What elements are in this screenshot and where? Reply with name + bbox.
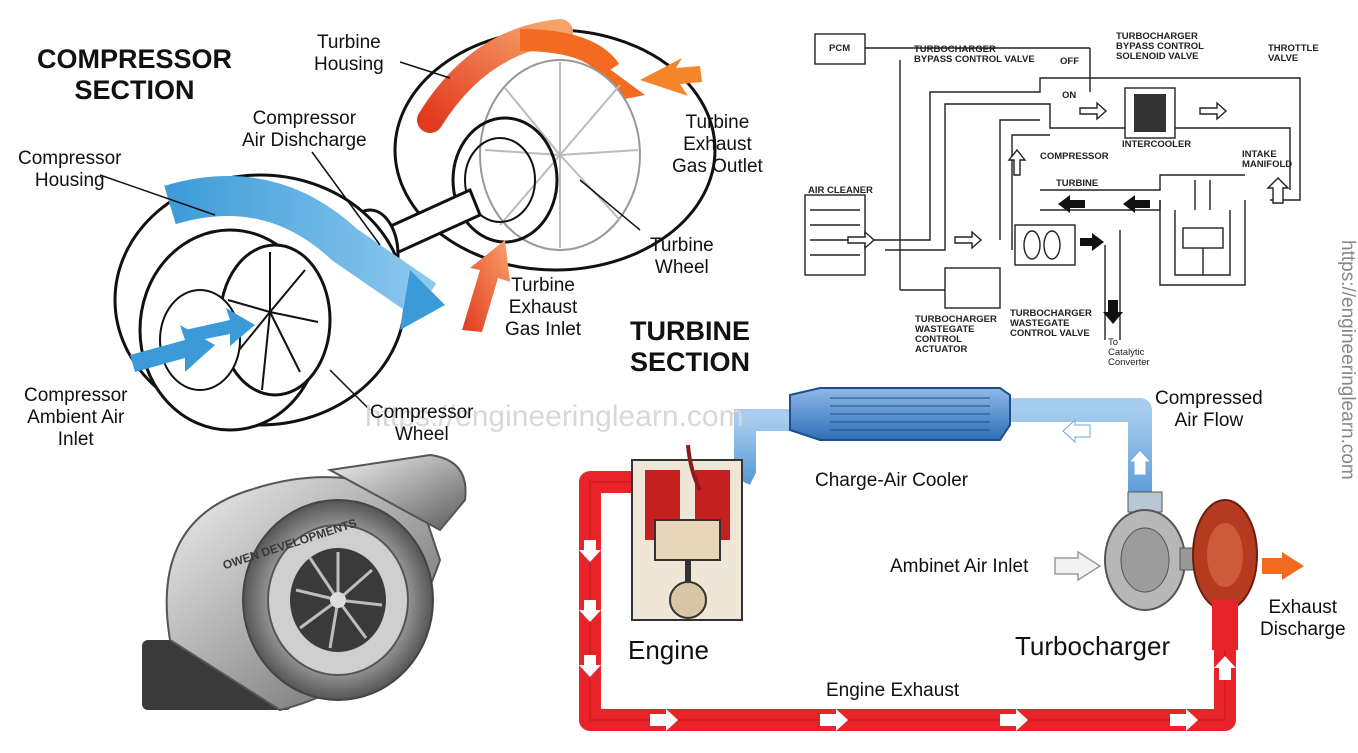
label-engine-exhaust: Engine Exhaust [826,680,960,701]
schematic-catalytic: To Catalytic Converter [1108,337,1150,368]
engine-exhaust-pipe [579,471,1236,731]
label-compressor-air-discharge: Compressor Air Dishcharge [242,108,367,151]
turbocharger-photo [142,453,467,712]
cooler-fins [830,397,990,431]
turbocharger-unit [1104,491,1258,650]
schematic-bypass-valve: TURBOCHARGER BYPASS CONTROL VALVE [914,44,1035,65]
ambient-air-inlet-arrows [130,308,255,372]
label-turbine-exhaust-gas-inlet: Turbine Exhaust Gas Inlet [505,275,582,340]
label-compressor-housing: Compressor Housing [18,148,122,191]
label-exhaust-discharge: Exhaust Discharge [1260,597,1346,640]
schematic-off: OFF [1060,56,1079,67]
compressor-discharge-arrow [400,270,445,330]
label-compressor-wheel: Compressor Wheel [370,402,474,445]
exhaust-discharge-arrow [1262,552,1304,580]
turbo-system-schematic [804,33,1301,340]
ambient-air-arrow [1054,550,1102,582]
schematic-bypass-solenoid: TURBOCHARGER BYPASS CONTROL SOLENOID VAL… [1116,31,1204,62]
label-charge-air-cooler: Charge-Air Cooler [815,470,969,491]
compressor-wheel-blades [227,252,319,391]
schematic-wastegate-valve: TURBOCHARGER WASTEGATE CONTROL VALVE [1010,308,1092,339]
turbine-section-title: TURBINE SECTION [630,316,751,378]
watermark-side: https://engineeringlearn.com [1337,240,1358,480]
label-engine: Engine [628,635,709,665]
engine-cutaway [631,444,743,621]
photo-compressor-blades [295,552,383,649]
schematic-pcm: PCM [829,43,851,54]
callout-lines [99,61,641,411]
schematic-turbine: TURBINE [1056,178,1099,189]
exhaust-outlet-arrow [640,58,702,96]
schematic-air-cleaner: AIR CLEANER [808,185,873,196]
schematic-on: ON [1062,90,1077,101]
schematic-wastegate-actuator: TURBOCHARGER WASTEGATE CONTROL ACTUATOR [915,314,997,355]
cutaway-turbocharger [99,19,717,432]
label-compressed-air-flow: Compressed Air Flow [1155,388,1263,431]
label-turbine-exhaust-gas-outlet: Turbine Exhaust Gas Outlet [672,112,763,177]
label-turbine-wheel: Turbine Wheel [650,235,714,278]
schematic-throttle-valve: THROTTLE VALVE [1268,43,1319,64]
schematic-intake-manifold: INTAKE MANIFOLD [1242,149,1293,170]
label-ambient-air-inlet: Ambinet Air Inlet [890,556,1029,577]
turbine-inlet-arrow [462,240,510,332]
label-turbocharger: Turbocharger [1015,631,1171,661]
exhaust-flow-arrows [579,540,1236,731]
turbo-flow-diagram [579,387,1304,731]
watermark-center: https://engineeringlearn.com [365,400,744,433]
label-compressor-ambient-air-inlet: Compressor Ambient Air Inlet [24,385,128,450]
label-turbine-housing: Turbine Housing [314,32,384,75]
compressor-section-title: COMPRESSOR SECTION [37,44,233,106]
schematic-exhaust-arrows [1058,195,1150,324]
schematic-compressor: COMPRESSOR [1040,151,1109,162]
schematic-intercooler: INTERCOOLER [1122,139,1192,150]
